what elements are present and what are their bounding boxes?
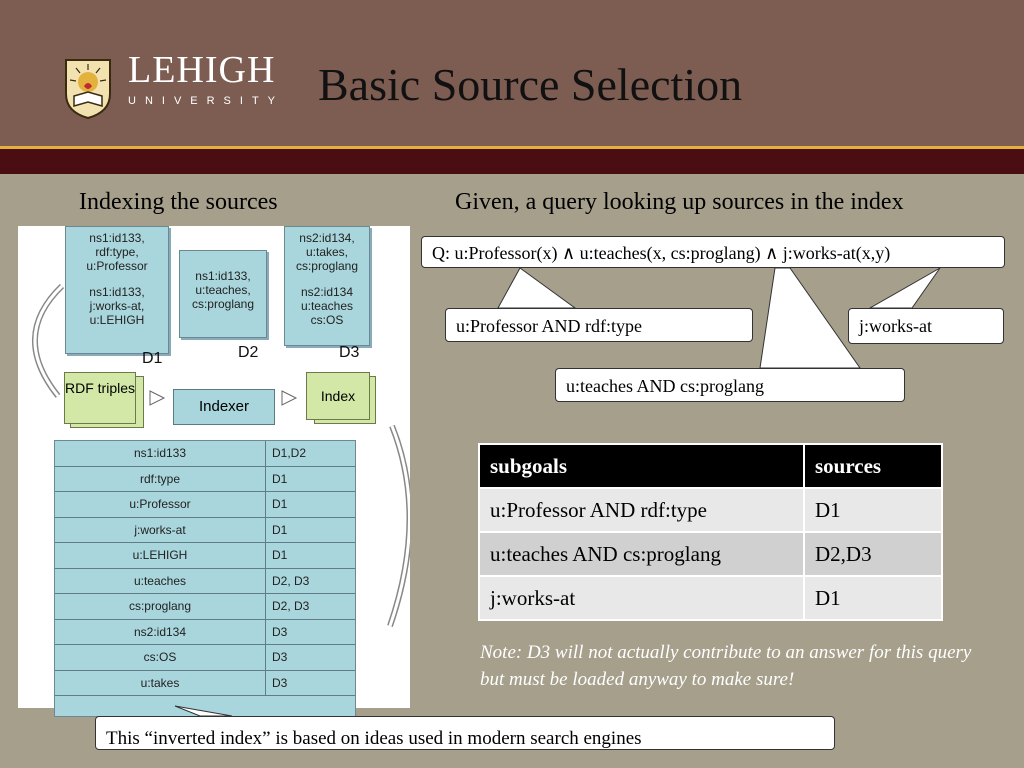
table-row: j:works-at D1 <box>478 575 943 621</box>
subgoals-table: subgoals sources u:Professor AND rdf:typ… <box>478 443 943 621</box>
table-row: ns2:id134 D3 <box>55 619 355 645</box>
doc-line: ns2:id134, <box>299 231 355 245</box>
callout-teaches: u:teaches AND cs:proglang <box>555 368 905 402</box>
index-key: rdf:type <box>55 466 266 491</box>
index-key: cs:OS <box>55 645 266 670</box>
maroon-band <box>0 149 1024 174</box>
index-key: ns2:id134 <box>55 619 266 644</box>
rdf-triples-box: RDF triples <box>64 372 136 424</box>
indexing-diagram: ns1:id133, rdf:type, u:Professor ns1:id1… <box>18 226 410 717</box>
header-band <box>0 0 1024 146</box>
doc-line: cs:proglang <box>191 297 255 311</box>
index-key: cs:proglang <box>55 594 266 619</box>
table-row: u:Professor AND rdf:type D1 <box>478 487 943 533</box>
doc-line: u:teaches, <box>195 283 251 297</box>
index-val: D3 <box>272 624 288 639</box>
query-box: Q: u:Professor(x) ∧ u:teaches(x, cs:prog… <box>421 236 1005 268</box>
header-sources: sources <box>803 443 943 489</box>
table-row: u:takes D3 <box>55 670 355 696</box>
source-cell: D2,D3 <box>803 531 943 577</box>
table-row: u:teaches D2, D3 <box>55 568 355 594</box>
doc-line: u:LEHIGH <box>89 313 145 327</box>
table-row: u:teaches AND cs:proglang D2,D3 <box>478 531 943 577</box>
index-box: Index <box>306 372 370 420</box>
index-key: u:takes <box>55 670 266 695</box>
index-key: ns1:id133 <box>55 441 266 466</box>
subgoal-cell: u:Professor AND rdf:type <box>478 487 805 533</box>
index-key: u:LEHIGH <box>55 543 266 568</box>
doc-line: u:takes, <box>305 245 349 259</box>
left-heading: Indexing the sources <box>79 189 278 215</box>
index-val: D1 <box>272 471 288 486</box>
index-val: D1 <box>272 548 288 563</box>
doc-d3-label: D3 <box>339 344 360 361</box>
table-row: cs:OS D3 <box>55 645 355 671</box>
table-row: rdf:type D1 <box>55 466 355 492</box>
callout-works-at: j:works-at <box>848 308 1004 344</box>
doc-d3: ns2:id134, u:takes, cs:proglang ns2:id13… <box>284 226 370 346</box>
arrow-right-icon <box>149 390 166 406</box>
subgoal-cell: u:teaches AND cs:proglang <box>478 531 805 577</box>
index-val: D2, D3 <box>272 599 310 614</box>
doc-line: cs:proglang <box>295 259 359 273</box>
index-val: D3 <box>272 650 288 665</box>
arrow-right-icon <box>281 390 298 406</box>
index-key: u:teaches <box>55 568 266 593</box>
source-cell: D1 <box>803 575 943 621</box>
note-text: Note: D3 will not actually contribute to… <box>480 642 972 690</box>
doc-line: u:Professor <box>86 259 148 273</box>
index-val: D1 <box>272 497 288 512</box>
slide-title: Basic Source Selection <box>318 59 743 110</box>
callout-professor: u:Professor AND rdf:type <box>445 308 753 342</box>
table-row: u:Professor D1 <box>55 492 355 518</box>
index-key: u:Professor <box>55 492 266 517</box>
lehigh-wordmark: LEHIGH <box>128 49 276 91</box>
table-row: ns1:id133 D1,D2 <box>55 441 355 467</box>
doc-line: cs:OS <box>310 313 344 327</box>
doc-d2: ns1:id133, u:teaches, cs:proglang <box>179 250 267 338</box>
index-val: D2, D3 <box>272 573 310 588</box>
header-subgoals: subgoals <box>478 443 805 489</box>
lehigh-shield-icon <box>65 59 111 120</box>
index-val: D3 <box>272 675 288 690</box>
subgoal-cell: j:works-at <box>478 575 805 621</box>
diagram-arrows <box>32 283 410 627</box>
doc-line: ns2:id134 <box>300 285 354 299</box>
gold-divider <box>0 146 1024 149</box>
table-row: u:LEHIGH D1 <box>55 543 355 569</box>
table-row: j:works-at D1 <box>55 517 355 543</box>
doc-line: u:teaches <box>300 299 354 313</box>
doc-d1-label: D1 <box>142 350 163 367</box>
table-header-row: subgoals sources <box>478 443 943 489</box>
doc-line: j:works-at, <box>89 299 145 313</box>
doc-line: ns1:id133, <box>89 231 145 245</box>
doc-line: ns1:id133, <box>89 285 145 299</box>
source-cell: D1 <box>803 487 943 533</box>
doc-line: rdf:type, <box>95 245 139 259</box>
doc-line: ns1:id133, <box>195 269 251 283</box>
index-key: j:works-at <box>55 517 266 542</box>
index-val: D1,D2 <box>272 446 307 461</box>
index-val: D1 <box>272 522 288 537</box>
lehigh-subtitle: UNIVERSITY <box>128 95 285 107</box>
right-heading: Given, a query looking up sources in the… <box>455 189 904 215</box>
table-row: cs:proglang D2, D3 <box>55 594 355 620</box>
doc-d1: ns1:id133, rdf:type, u:Professor ns1:id1… <box>65 226 169 354</box>
indexer-box: Indexer <box>173 389 275 425</box>
inverted-index-callout: This “inverted index” is based on ideas … <box>95 716 835 750</box>
doc-d2-label: D2 <box>238 344 259 361</box>
